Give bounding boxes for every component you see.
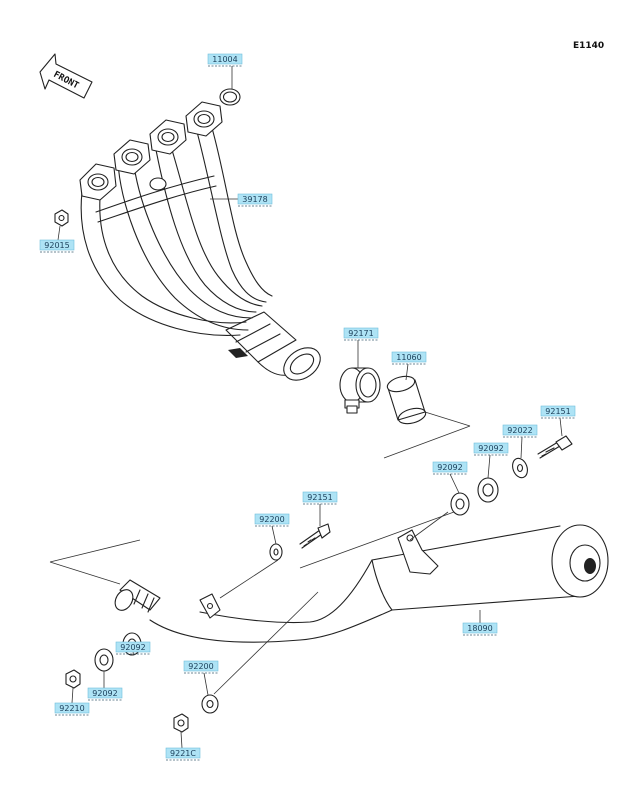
callout-part-number: 92092 bbox=[437, 463, 462, 472]
part-callout-92092: 92092 bbox=[432, 461, 468, 494]
washer-92200-lower bbox=[201, 694, 219, 714]
callout-tag-box bbox=[462, 622, 498, 634]
callout-part-number: 92151 bbox=[545, 407, 570, 416]
exhaust-clamp bbox=[339, 367, 381, 414]
part-callout-92210: 92210 bbox=[54, 687, 90, 716]
callout-leader-line bbox=[520, 436, 523, 459]
exhaust-sleeve bbox=[386, 375, 427, 425]
callout-tag-box bbox=[473, 442, 509, 454]
grommet-92092-mid bbox=[450, 492, 470, 516]
callout-part-number: 11060 bbox=[396, 353, 421, 362]
callout-part-number: 39178 bbox=[242, 195, 267, 204]
grommet-92092-upper bbox=[477, 477, 499, 503]
callout-part-number: 92092 bbox=[120, 643, 145, 652]
callout-tag-box bbox=[540, 405, 576, 417]
callout-part-number: 9221C bbox=[170, 749, 196, 758]
leader-line-upper bbox=[49, 539, 141, 563]
callout-tag-box bbox=[207, 53, 243, 65]
part-callout-92151: 92151 bbox=[302, 491, 338, 526]
callout-part-number: 92171 bbox=[348, 329, 373, 338]
muffler bbox=[114, 524, 609, 643]
callout-leader-line bbox=[405, 363, 409, 381]
part-callout-92092: 92092 bbox=[87, 671, 123, 701]
callout-part-number: 92092 bbox=[92, 689, 117, 698]
bolt-92151-upper bbox=[537, 435, 573, 459]
washer-92022 bbox=[512, 457, 528, 479]
callout-tag-box bbox=[39, 239, 75, 251]
part-callout-92151: 92151 bbox=[540, 405, 576, 437]
callout-part-number: 92151 bbox=[307, 493, 332, 502]
callout-tag-box bbox=[343, 327, 379, 339]
washer-92200-upper bbox=[269, 543, 283, 561]
callout-tag-box bbox=[87, 687, 123, 699]
callout-part-number: 92092 bbox=[478, 444, 503, 453]
callout-tag-box bbox=[183, 660, 219, 672]
callout-leader-line bbox=[57, 225, 61, 241]
part-callout-92022: 92022 bbox=[502, 424, 538, 459]
callout-tag-box bbox=[302, 491, 338, 503]
callout-tag-box bbox=[115, 641, 151, 653]
part-callout-92092: 92092 bbox=[473, 442, 509, 479]
part-callout-92200: 92200 bbox=[183, 660, 219, 696]
callout-tag-box bbox=[165, 747, 201, 759]
callout-tag-box bbox=[432, 461, 468, 473]
callout-leader-line bbox=[271, 525, 277, 545]
callout-tag-box bbox=[54, 702, 90, 714]
part-callout-39178: 39178 bbox=[210, 193, 273, 207]
part-callout-92200: 92200 bbox=[254, 513, 290, 545]
callout-tag-box bbox=[502, 424, 538, 436]
callout-tag-box bbox=[237, 193, 273, 205]
front-direction-arrow-icon: FRONT bbox=[39, 53, 93, 99]
callout-leader-line bbox=[180, 731, 183, 749]
part-callout-92015: 92015 bbox=[39, 225, 75, 253]
grommet-92092-left-b bbox=[94, 648, 114, 672]
part-callout-18090: 18090 bbox=[462, 610, 498, 636]
callout-part-number: 92210 bbox=[59, 704, 84, 713]
callout-tag-box bbox=[254, 513, 290, 525]
callout-leader-line bbox=[71, 687, 74, 704]
nut-92015 bbox=[54, 209, 69, 227]
callout-tag-box bbox=[391, 351, 427, 363]
bolt-92151-lower bbox=[299, 523, 331, 549]
exhaust-header-pipe bbox=[79, 101, 321, 381]
callout-part-number: 18090 bbox=[467, 624, 492, 633]
part-callout-92092: 92092 bbox=[115, 641, 151, 656]
callout-leader-line bbox=[559, 417, 563, 437]
part-callout-92171: 92171 bbox=[343, 327, 379, 368]
callout-part-number: 92200 bbox=[259, 515, 284, 524]
exhaust-gasket bbox=[219, 88, 241, 106]
callout-part-number: 92015 bbox=[44, 241, 69, 250]
part-callout-9221c: 9221C bbox=[165, 731, 201, 761]
reference-code: E1140 bbox=[573, 41, 604, 51]
callout-part-number: 11004 bbox=[212, 55, 237, 64]
callout-part-number: 92022 bbox=[507, 426, 532, 435]
callout-part-number: 92200 bbox=[188, 662, 213, 671]
part-callout-11004: 11004 bbox=[207, 53, 243, 89]
nut-92210 bbox=[65, 669, 81, 689]
callout-leader-line bbox=[449, 473, 460, 494]
callout-leader-line bbox=[487, 454, 491, 479]
callout-leader-line bbox=[203, 672, 209, 696]
part-callout-11060: 11060 bbox=[391, 351, 427, 381]
nut-9221c bbox=[173, 713, 189, 733]
